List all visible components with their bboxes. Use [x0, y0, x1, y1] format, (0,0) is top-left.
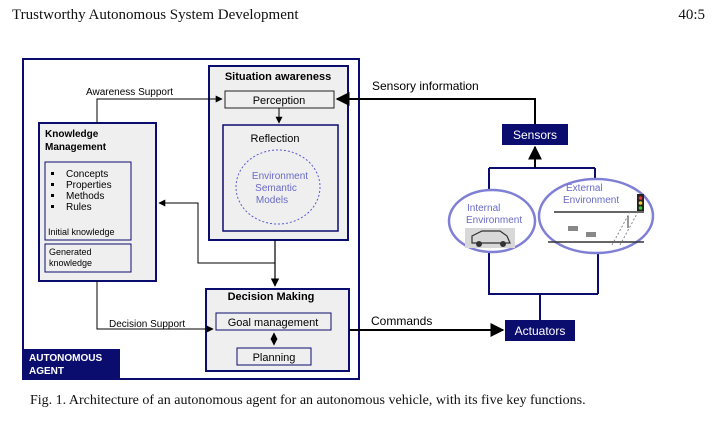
generated-knowledge-box	[44, 243, 132, 273]
esm-line-3: Models	[256, 195, 288, 206]
esm-line-1: Environment	[252, 171, 308, 182]
internal-line-1: Internal	[467, 203, 500, 214]
esm-line-2: Semantic	[255, 183, 297, 194]
to-knowledge-arrow	[158, 199, 275, 264]
decision-making-title: Decision Making	[228, 291, 315, 303]
km-decision-support-arrow	[96, 281, 214, 333]
running-header-title: Trustworthy Autonomous System Developmen…	[12, 7, 299, 23]
internal-line-2: Environment	[466, 215, 522, 226]
sensory-information-arrow	[335, 92, 536, 124]
environment-semantic-models-circle	[235, 149, 321, 225]
reflection-label: Reflection	[251, 133, 300, 145]
external-line-1: External	[566, 183, 603, 194]
generated-line-2: knowledge	[49, 258, 92, 268]
page-number: 40:5	[678, 7, 705, 23]
external-environment-ellipse	[537, 177, 655, 255]
decision-support-label: Decision Support	[109, 319, 185, 330]
km-item: Properties	[66, 180, 112, 191]
traffic-light-icon	[637, 194, 644, 211]
sensors-box	[502, 124, 568, 145]
goal-management-box	[215, 312, 332, 331]
goal-management-label: Goal management	[228, 317, 319, 329]
initial-knowledge-label: Initial knowledge	[48, 227, 115, 237]
km-item: Concepts	[66, 169, 108, 180]
generated-line-1: Generated	[49, 247, 92, 257]
km-title-line-2: Management	[45, 142, 107, 153]
actuators-box	[505, 320, 575, 341]
road-scene-icon	[548, 211, 644, 246]
km-title-line-1: Knowledge	[45, 129, 99, 140]
figure-caption: Fig. 1. Architecture of an autonomous ag…	[30, 393, 586, 408]
planning-label: Planning	[253, 352, 296, 364]
awareness-support-arrow	[96, 95, 223, 123]
car-icon	[465, 228, 515, 248]
initial-knowledge-box	[44, 161, 132, 241]
reflection-box	[222, 124, 339, 232]
sensory-information-label: Sensory information	[372, 79, 479, 93]
perception-label: Perception	[253, 95, 306, 107]
sensors-label: Sensors	[513, 128, 557, 142]
km-item-list: Concepts Properties Methods Rules	[51, 169, 112, 213]
awareness-support-label: Awareness Support	[86, 87, 173, 98]
commands-label: Commands	[371, 314, 432, 328]
actuators-label: Actuators	[515, 324, 566, 338]
autonomous-agent-line-1: AUTONOMOUS	[29, 353, 102, 364]
planning-box	[236, 347, 312, 366]
actuators-environment-link	[488, 252, 541, 320]
external-line-2: Environment	[563, 195, 619, 206]
situation-awareness-title: Situation awareness	[225, 71, 331, 83]
km-item: Rules	[66, 202, 92, 213]
autonomous-agent-line-2: AGENT	[29, 366, 64, 377]
autonomous-agent-label-box	[24, 349, 120, 378]
km-item: Methods	[66, 191, 104, 202]
